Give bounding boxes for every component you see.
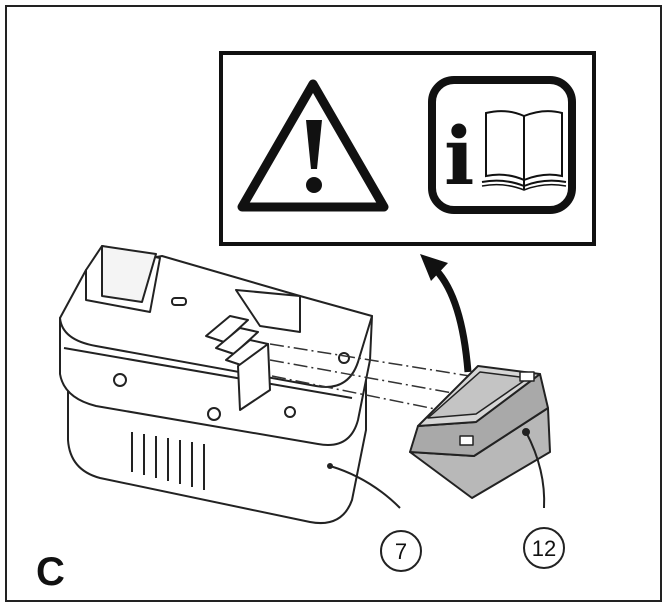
warning-triangle-icon <box>237 79 389 212</box>
terminal-cover <box>409 365 551 499</box>
figure-frame <box>5 5 662 602</box>
label-box: i <box>219 51 596 246</box>
figure-label: C <box>36 550 65 594</box>
callout-7-label: 7 <box>395 539 407 564</box>
book-icon <box>481 110 567 191</box>
alignment-lines <box>269 343 471 413</box>
callout-7: 7 <box>327 463 422 572</box>
battery-pack <box>59 245 373 524</box>
grip-slots <box>131 432 205 490</box>
callout-12-label: 12 <box>532 536 556 561</box>
read-manual-icon: i <box>428 76 576 214</box>
lift-arrow <box>420 254 472 373</box>
callout-12: 12 <box>523 431 565 569</box>
manual-letter: i <box>444 109 474 203</box>
